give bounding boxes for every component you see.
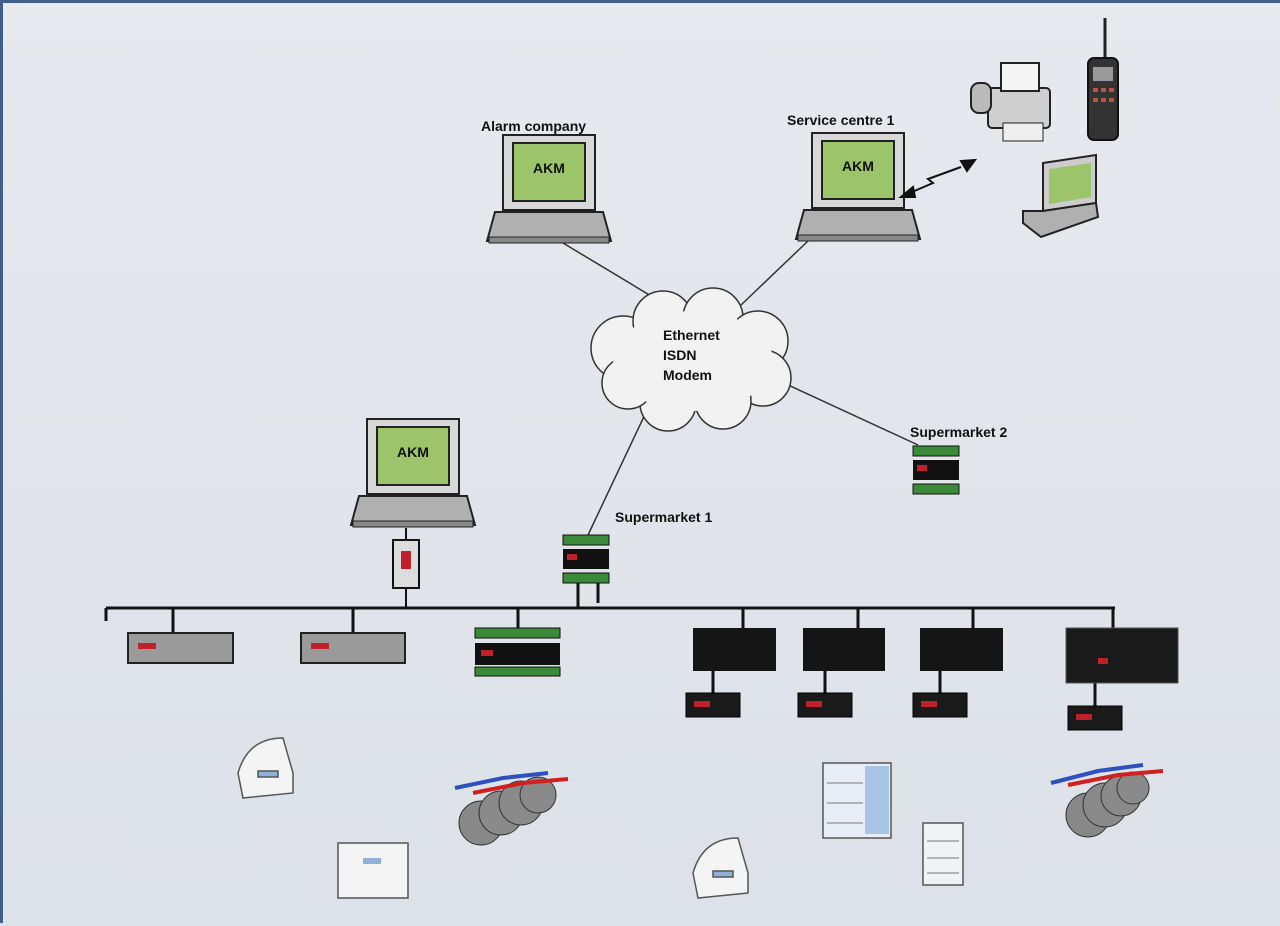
display-module-icon (912, 692, 968, 718)
laptop-icon (795, 132, 921, 242)
display-module-icon (797, 692, 853, 718)
link-supermarket-1 (587, 407, 649, 536)
display-case-icon (692, 837, 749, 899)
controller-box-2 (803, 628, 885, 671)
notebook-icon (1022, 153, 1100, 239)
supermarket-1-node: Supermarket 1 (562, 509, 712, 584)
link-supermarket-2 (772, 377, 919, 446)
supermarket-2-label: Supermarket 2 (910, 424, 1007, 440)
supermarket-1-label: Supermarket 1 (615, 509, 712, 525)
display-module-icon (1067, 705, 1123, 731)
link-service-centre (740, 240, 809, 306)
supermarket-2-node: Supermarket 2 (910, 424, 1007, 495)
controller-rack-1 (127, 632, 234, 664)
laptop-icon (350, 418, 476, 528)
fax-icon (970, 62, 1051, 142)
screen-label: AKM (397, 444, 429, 460)
network-type-isdn: ISDN (663, 347, 696, 363)
upright-cabinet-icon (922, 822, 964, 886)
alarm-company-node: Alarm company AKM (481, 118, 612, 244)
screen-label: AKM (842, 158, 874, 174)
controller-box-1 (693, 628, 776, 671)
controller-stack (474, 627, 561, 677)
service-centre-label: Service centre 1 (787, 112, 895, 128)
screen-label: AKM (533, 160, 565, 176)
upright-cabinet-icon (822, 762, 892, 839)
freezer-icon (337, 842, 409, 899)
display-module-icon (685, 692, 741, 718)
wireless-link-icon (898, 158, 978, 198)
controller-box-large (1065, 627, 1179, 684)
service-centre-node: Service centre 1 AKM (787, 112, 921, 242)
network-type-ethernet: Ethernet (663, 327, 720, 343)
display-case-icon (237, 737, 294, 799)
alarm-company-label: Alarm company (481, 118, 586, 134)
diagram-canvas: Alarm company AKM Service centre 1 AKM (104, 18, 1179, 899)
local-pc-node: AKM (350, 418, 476, 608)
controller-box-3 (920, 628, 1003, 671)
network-cloud: Ethernet ISDN Modem (590, 287, 792, 432)
compressor-pack-icon (1050, 763, 1164, 838)
gateway-icon (562, 534, 610, 584)
compressor-pack-icon (454, 771, 569, 846)
laptop-icon (486, 134, 612, 244)
controller-rack-2 (300, 632, 406, 664)
lon-bus (104, 583, 1115, 708)
mobile-phone-icon (1087, 18, 1119, 141)
network-type-modem: Modem (663, 367, 712, 383)
gateway-icon (912, 445, 960, 495)
